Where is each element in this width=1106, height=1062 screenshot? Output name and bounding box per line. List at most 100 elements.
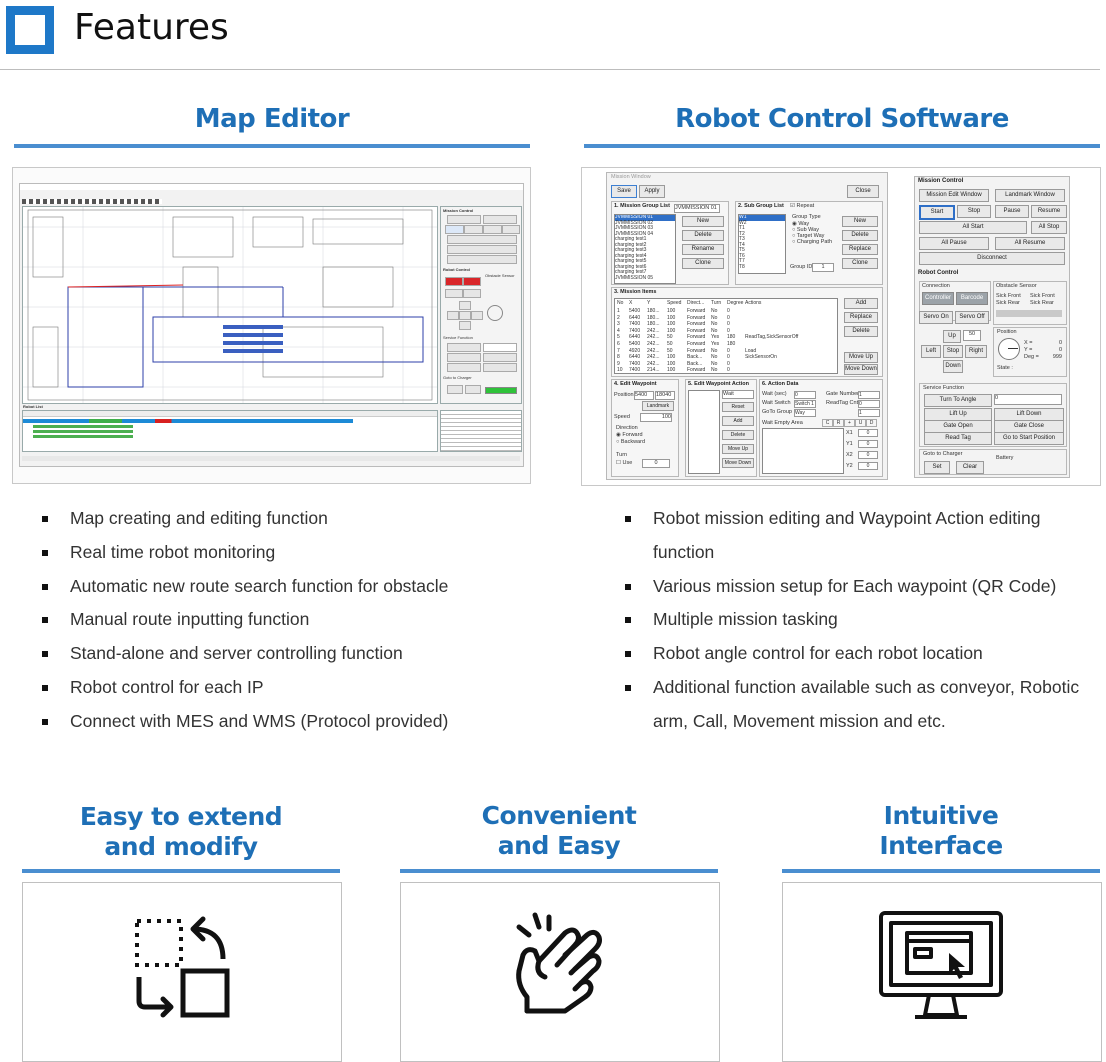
disconnect-button[interactable]: Disconnect <box>919 252 1065 265</box>
start-button[interactable]: Start <box>919 205 955 220</box>
resume-button[interactable]: Resume <box>1031 205 1067 218</box>
mini-button[interactable] <box>445 225 464 234</box>
servo-on-button[interactable]: Servo On <box>919 311 953 324</box>
group-type-way[interactable]: ◉ Way <box>792 221 810 227</box>
landmark-window-button[interactable]: Landmark Window <box>995 189 1065 202</box>
waypoint-action-list[interactable] <box>688 390 720 474</box>
action-data-input[interactable]: 0 <box>858 400 880 408</box>
sub-replace-button[interactable]: Replace <box>842 244 878 255</box>
area-column-button[interactable]: + <box>844 419 855 427</box>
mini-button[interactable] <box>464 225 483 234</box>
sub-list-item[interactable]: T4 <box>739 241 745 248</box>
close-button[interactable]: Close <box>847 185 879 198</box>
all-resume-button[interactable]: All Resume <box>995 237 1065 250</box>
group-new-button[interactable]: New <box>682 216 724 227</box>
mini-button[interactable] <box>447 363 481 372</box>
mini-button[interactable] <box>447 385 463 394</box>
action-data-input[interactable]: 1 <box>858 409 880 417</box>
jog-speed-input[interactable]: 50 <box>963 330 981 341</box>
group-delete-button[interactable]: Delete <box>682 230 724 241</box>
group-list-item[interactable]: JVMMISSION 04 <box>615 230 654 237</box>
item-delete-button[interactable]: Delete <box>844 326 878 337</box>
action-select[interactable]: Wait <box>722 390 754 399</box>
sub-list-item[interactable]: W1 <box>739 215 785 221</box>
area-column-button[interactable]: C <box>822 419 833 427</box>
sub-new-button[interactable]: New <box>842 216 878 227</box>
apply-button[interactable]: Apply <box>639 185 665 198</box>
mini-button[interactable] <box>483 363 517 372</box>
area-column-button[interactable]: R <box>833 419 844 427</box>
mini-button[interactable] <box>447 353 481 362</box>
area-coord-input[interactable]: 0 <box>858 429 878 437</box>
mini-button[interactable] <box>459 301 471 310</box>
mini-button[interactable] <box>483 353 517 362</box>
mini-button[interactable] <box>483 215 517 224</box>
barcode-button[interactable] <box>463 277 481 286</box>
position-y-input[interactable]: 18040 <box>655 391 675 400</box>
group-list-item[interactable]: charging test1 <box>615 236 647 242</box>
mini-button[interactable] <box>483 225 502 234</box>
direction-backward[interactable]: ○ Backward <box>616 439 646 445</box>
area-coord-input[interactable]: 0 <box>858 451 878 459</box>
speed-input[interactable]: 100 <box>640 413 672 422</box>
action-data-input[interactable]: Way <box>794 409 816 417</box>
mini-button[interactable] <box>483 343 517 352</box>
item-add-button[interactable]: Add <box>844 298 878 309</box>
item-move-down-button[interactable]: Move Down <box>844 364 878 375</box>
mini-button[interactable] <box>447 235 517 244</box>
direction-forward[interactable]: ◉ Forward <box>616 432 643 438</box>
charger-clear-button[interactable]: Clear <box>956 461 984 474</box>
mini-button[interactable] <box>447 255 517 264</box>
mini-button[interactable] <box>447 215 481 224</box>
robot-row-selected[interactable] <box>23 419 353 423</box>
angle-input[interactable]: 0 <box>994 394 1062 405</box>
sub-list-item[interactable]: T2 <box>739 230 745 237</box>
sub-list-item[interactable]: T3 <box>739 236 745 242</box>
item-move-up-button[interactable]: Move Up <box>844 352 878 363</box>
mini-button[interactable] <box>463 289 481 298</box>
action-data-input[interactable]: Switch 1 <box>794 400 816 408</box>
charger-set-button[interactable]: Set <box>924 461 950 474</box>
robot-row[interactable] <box>33 435 133 438</box>
group-id-input[interactable]: 1 <box>812 263 834 272</box>
robot-row[interactable] <box>33 425 133 428</box>
mini-button[interactable] <box>465 385 481 394</box>
mini-button[interactable] <box>447 245 517 254</box>
group-list-item[interactable]: charging test6 <box>615 263 647 270</box>
mini-button[interactable] <box>502 225 520 234</box>
action-data-input[interactable]: 0 <box>794 391 816 399</box>
group-list-item[interactable]: charging test5 <box>615 258 647 264</box>
group-list-item[interactable]: JVMMISSION 03 <box>615 225 654 231</box>
mission-edit-window-button[interactable]: Mission Edit Window <box>919 189 989 202</box>
item-replace-button[interactable]: Replace <box>844 312 878 323</box>
all-stop-button[interactable]: All Stop <box>1031 221 1067 234</box>
sub-list-item[interactable]: T5 <box>739 247 745 253</box>
sub-list-item[interactable]: T6 <box>739 252 745 259</box>
turn-value-input[interactable]: 0 <box>642 459 670 468</box>
save-button[interactable]: Save <box>611 185 637 198</box>
mini-button[interactable] <box>447 311 459 320</box>
area-column-button[interactable]: D <box>866 419 877 427</box>
sub-clone-button[interactable]: Clone <box>842 258 878 269</box>
read-tag-button[interactable]: Read Tag <box>924 432 992 445</box>
group-list-item[interactable]: JVMMISSION 05 <box>615 274 654 281</box>
mini-button[interactable] <box>459 321 471 330</box>
pause-button[interactable]: Pause <box>995 205 1029 218</box>
barcode-button[interactable]: Barcode <box>956 292 988 305</box>
turn-use-checkbox[interactable]: ☐ Use <box>616 460 633 466</box>
map-canvas[interactable] <box>22 206 438 404</box>
group-list-item[interactable]: JVMMISSION 02 <box>615 219 654 226</box>
mini-button[interactable] <box>459 311 471 320</box>
controller-button[interactable] <box>445 277 463 286</box>
group-listbox[interactable]: JVMMISSION 01 JVMMISSION 02 JVMMISSION 0… <box>614 214 676 284</box>
jog-down-button[interactable]: Down <box>943 360 963 373</box>
action-move-up-button[interactable]: Move Up <box>722 444 754 454</box>
repeat-checkbox[interactable]: ☑ Repeat <box>790 203 815 209</box>
mini-button[interactable] <box>447 343 481 352</box>
jog-right-button[interactable]: Right <box>965 345 987 358</box>
go-to-start-button[interactable]: Go to Start Position <box>994 432 1064 445</box>
group-list-item[interactable]: charging test3 <box>615 247 647 253</box>
action-delete-button[interactable]: Delete <box>722 430 754 440</box>
mini-button[interactable] <box>471 311 483 320</box>
